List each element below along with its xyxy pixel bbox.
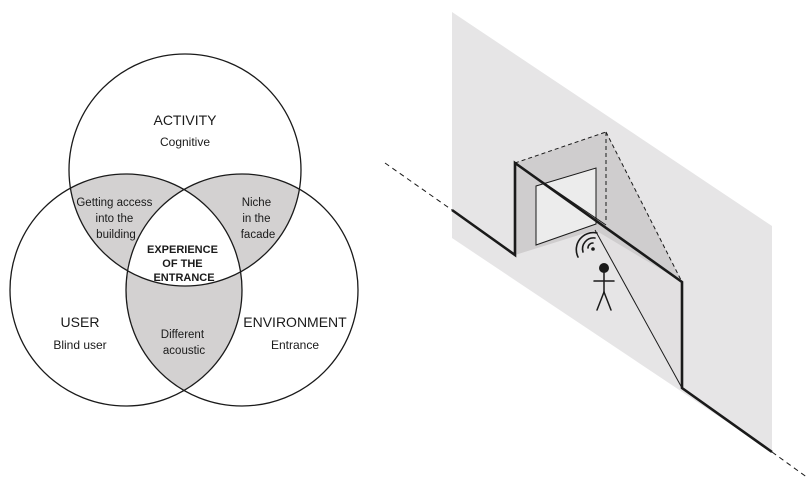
environment-title: ENVIRONMENT xyxy=(243,314,347,330)
venn-diagram: ACTIVITY Cognitive USER Blind user ENVIR… xyxy=(9,53,359,407)
user-subtitle: Blind user xyxy=(53,338,106,352)
activity-title: ACTIVITY xyxy=(153,112,217,128)
environment-circle xyxy=(125,173,359,407)
user-environment-overlap-label: Different acoustic xyxy=(161,329,207,357)
environment-subtitle: Entrance xyxy=(271,338,319,352)
right-extension-line xyxy=(771,451,809,479)
entrance-illustration xyxy=(384,12,809,479)
triple-overlap xyxy=(126,174,242,286)
niche-splay-edge xyxy=(594,229,683,389)
center-label: EXPERIENCE OF THE ENTRANCE xyxy=(147,244,221,284)
activity-circle xyxy=(68,53,302,287)
person-icon xyxy=(593,263,615,311)
user-title: USER xyxy=(61,314,100,330)
niche-top-dashed xyxy=(514,131,607,164)
activity-subtitle: Cognitive xyxy=(160,135,210,149)
activity-user-overlap-label: Getting access into the building xyxy=(76,197,155,241)
left-extension-line xyxy=(384,162,453,211)
niche-splay-dashed xyxy=(605,131,683,283)
sound-waves-icon xyxy=(575,231,598,258)
user-circle xyxy=(9,173,243,407)
wall-outline xyxy=(451,160,773,454)
activity-environment-overlap-label: Niche in the facade xyxy=(241,197,276,241)
